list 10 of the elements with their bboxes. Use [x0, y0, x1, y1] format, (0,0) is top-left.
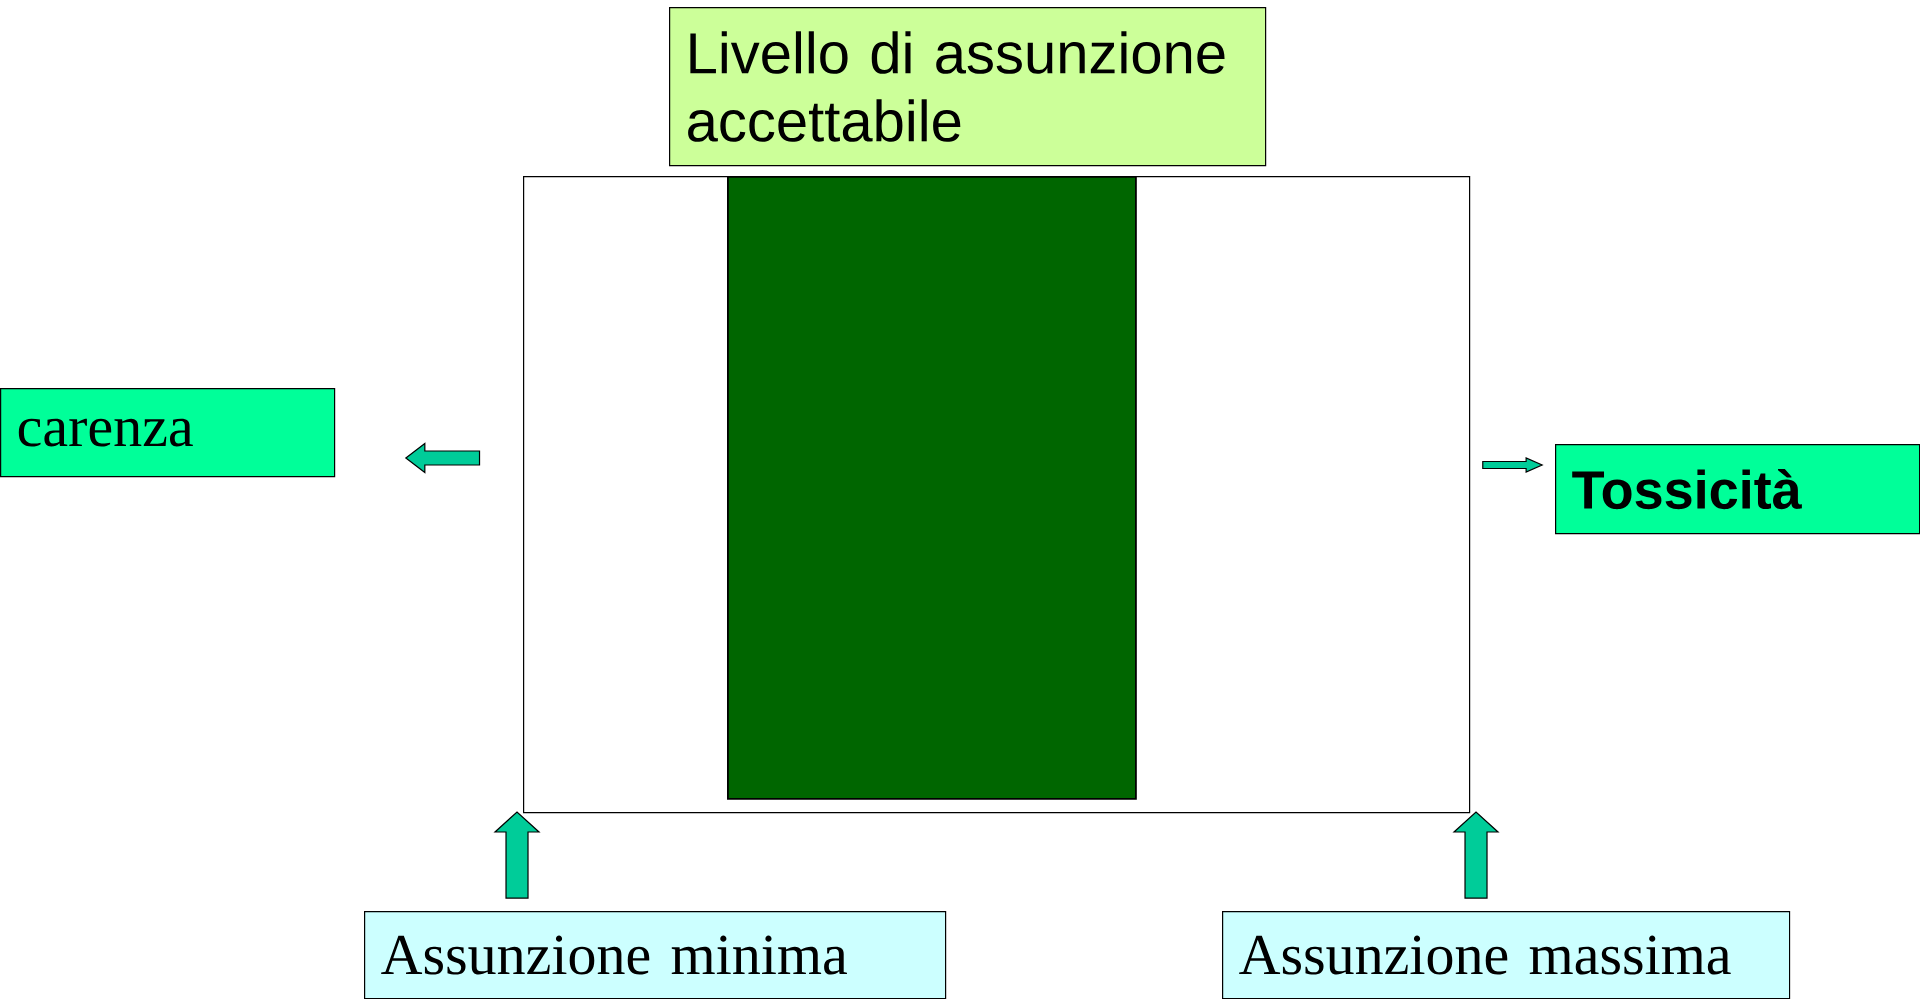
label-box: Assunzione minima: [364, 911, 947, 999]
block-arrow: [1482, 457, 1544, 473]
label-box: carenza: [0, 387, 336, 478]
block-arrow: [493, 811, 541, 899]
acceptable-range-bar: [727, 176, 1137, 800]
label-box: Tossicità: [1555, 443, 1920, 535]
label-box: Livello di assunzione accettabile: [669, 7, 1267, 167]
block-arrow: [404, 442, 481, 474]
label-box: Assunzione massima: [1222, 911, 1791, 999]
block-arrow: [1452, 811, 1500, 899]
